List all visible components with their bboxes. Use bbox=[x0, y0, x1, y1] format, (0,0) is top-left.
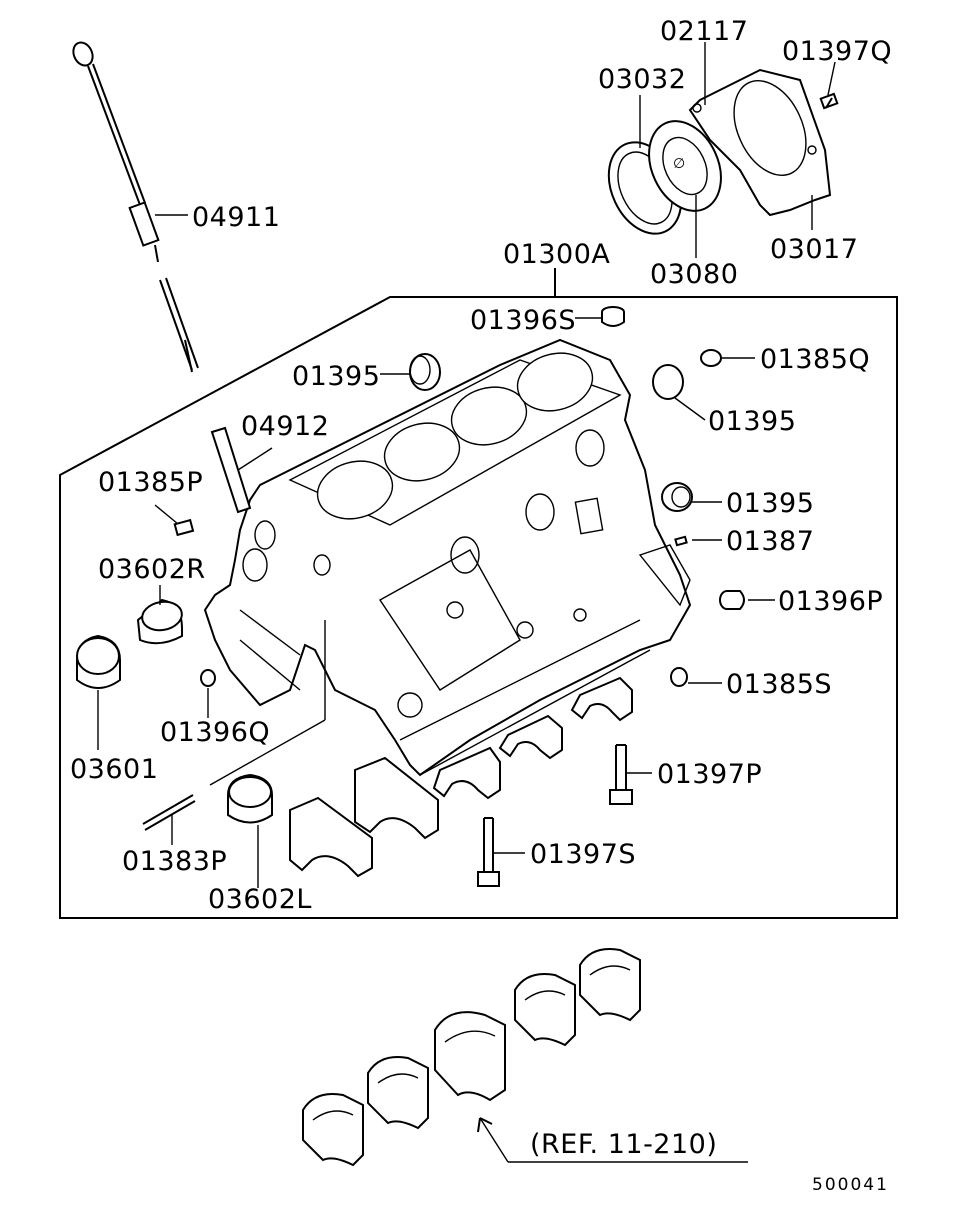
label-plug-right-low: 01385S bbox=[726, 669, 832, 700]
expansion-plug-right-2-part bbox=[661, 482, 693, 512]
dipstick-guide-part bbox=[210, 426, 252, 514]
label-bolt-seal-case: 01397Q bbox=[782, 36, 892, 67]
bushing-l-part bbox=[227, 773, 273, 824]
bolt-lower-part bbox=[477, 817, 500, 887]
label-seal-case: 02117 bbox=[660, 16, 748, 47]
bearing-shells bbox=[302, 948, 641, 1167]
figure-number: 500041 bbox=[812, 1175, 889, 1195]
label-plug-top: 01396S bbox=[470, 305, 576, 336]
expansion-plug-right-1-part bbox=[652, 364, 684, 400]
label-expansion-plug-right-2: 01395 bbox=[726, 488, 814, 519]
label-bushing-r: 03602R bbox=[98, 554, 206, 585]
label-dipstick: 04911 bbox=[192, 202, 280, 233]
label-bushing-front: 03601 bbox=[70, 754, 158, 785]
expansion-plug-left-part bbox=[409, 353, 441, 391]
seal-case-bolt-part bbox=[819, 92, 839, 110]
main-bearing-caps bbox=[289, 676, 633, 878]
label-rear-oil-seal: 03032 bbox=[598, 64, 686, 95]
label-plug-small-left: 01396Q bbox=[160, 717, 270, 748]
label-plug-right-mid: 01396P bbox=[778, 586, 883, 617]
plug-right-low-part bbox=[670, 667, 688, 687]
stud-part bbox=[142, 794, 196, 831]
cylinder-block bbox=[203, 338, 692, 777]
label-gasket: 03080 bbox=[650, 259, 738, 290]
plug-small-left-part bbox=[200, 669, 216, 687]
plug-left-part bbox=[173, 518, 195, 537]
label-pin: 01387 bbox=[726, 526, 814, 557]
svg-text:∅: ∅ bbox=[673, 156, 686, 172]
gasket-part: ∅ bbox=[648, 120, 722, 212]
label-plug-right-top: 01385Q bbox=[760, 344, 870, 375]
cylinder-block-frame bbox=[59, 296, 898, 919]
label-dipstick-guide: 04912 bbox=[241, 411, 329, 442]
label-expansion-plug-right-1: 01395 bbox=[708, 406, 796, 437]
label-expansion-plug-left: 01395 bbox=[292, 361, 380, 392]
label-plug-left: 01385P bbox=[98, 467, 203, 498]
pin-part bbox=[674, 535, 688, 547]
bolt-right-part bbox=[609, 744, 633, 805]
oil-seal-retainer-part bbox=[688, 68, 832, 217]
plug-right-mid-part bbox=[719, 590, 745, 610]
bushing-r-part bbox=[136, 598, 183, 645]
label-bushing-l: 03602L bbox=[208, 884, 312, 915]
plug-top-part bbox=[601, 306, 625, 327]
bushing-front-part bbox=[76, 634, 121, 689]
label-block-assy: 01300A bbox=[503, 239, 610, 270]
label-oil-seal-retainer: 03017 bbox=[770, 234, 858, 265]
dipstick-part bbox=[72, 41, 199, 373]
label-bolt-lower: 01397S bbox=[530, 839, 636, 870]
plug-right-top-part bbox=[700, 349, 722, 367]
reference-label: (REF. 11-210) bbox=[530, 1129, 717, 1160]
label-stud: 01383P bbox=[122, 846, 227, 877]
label-bolt-right: 01397P bbox=[657, 759, 762, 790]
